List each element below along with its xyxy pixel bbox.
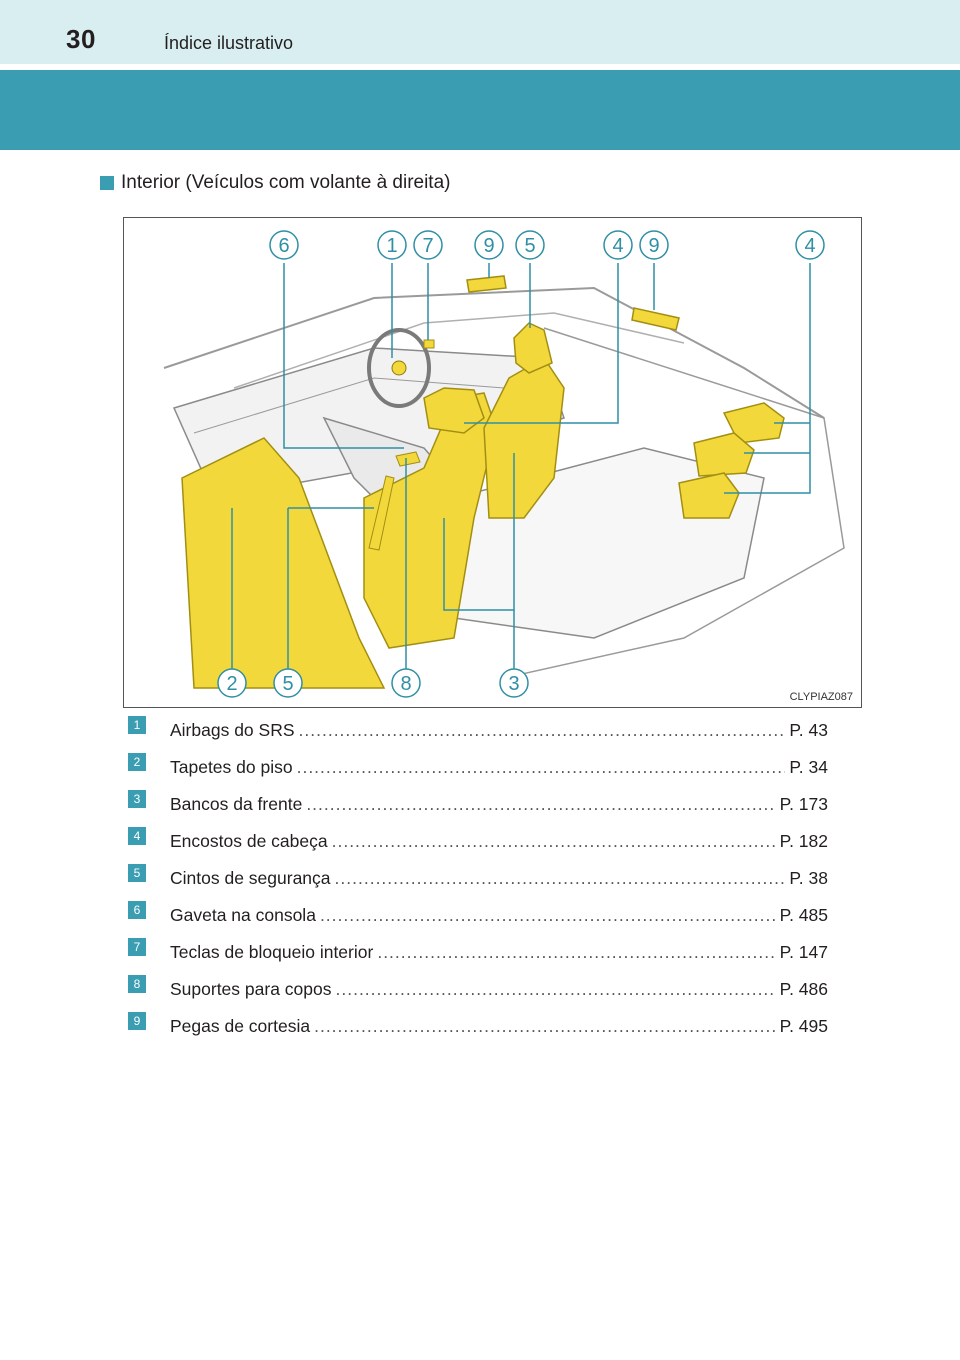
steering-airbag <box>391 360 407 376</box>
section-band <box>0 70 960 150</box>
legend-item: 5 Cintos de segurança ..................… <box>128 860 828 897</box>
running-title: Índice ilustrativo <box>164 33 294 53</box>
callout-top-6: 4 <box>612 235 623 257</box>
callout-bottom-2: 5 <box>282 673 293 695</box>
page-number: 30 <box>66 24 96 54</box>
legend-page-ref[interactable]: P. 495 <box>779 1016 828 1036</box>
legend-number-badge: 8 <box>128 974 146 993</box>
legend-label: Gaveta na consola <box>170 905 316 925</box>
front-seat-left <box>363 392 497 649</box>
legend-page-ref[interactable]: P. 38 <box>789 868 828 888</box>
legend-label: Airbags do SRS <box>170 720 295 740</box>
legend-label: Suportes para copos <box>170 979 332 999</box>
legend-number-badge: 6 <box>128 900 146 919</box>
header-bar <box>0 0 960 64</box>
legend-number-badge: 9 <box>128 1011 146 1030</box>
windshield-line <box>233 312 685 389</box>
car-interior-drawing: 6 1 7 9 5 4 9 4 2 5 8 3 <box>163 230 845 698</box>
leader-dots: ........................................… <box>334 868 786 888</box>
legend-item: 8 Suportes para copos ..................… <box>128 971 828 1008</box>
legend-page-ref[interactable]: P. 173 <box>779 794 828 814</box>
leader-dots: ........................................… <box>314 1016 776 1036</box>
dash-line <box>193 377 505 434</box>
callout-bottom-3: 8 <box>400 673 411 695</box>
front-headrest-right <box>513 322 553 374</box>
legend-page-ref[interactable]: P. 43 <box>789 720 828 740</box>
leader-dots: ........................................… <box>296 757 786 777</box>
legend-item: 3 Bancos da frente .....................… <box>128 786 828 823</box>
door-panel <box>503 327 845 679</box>
legend-item: 9 Pegas de cortesia ....................… <box>128 1008 828 1045</box>
steering-wheel <box>367 328 431 408</box>
roof-outline <box>163 286 825 419</box>
interior-illustration: 6 1 7 9 5 4 9 4 2 5 8 3 CLYPIAZ <box>123 217 862 708</box>
legend-item: 6 Gaveta na consola ....................… <box>128 897 828 934</box>
legend-item: 7 Teclas de bloqueio interior ..........… <box>128 934 828 971</box>
callout-top-3: 7 <box>422 235 433 257</box>
legend-label: Pegas de cortesia <box>170 1016 311 1036</box>
callout-lines <box>231 263 811 678</box>
leader-dots: ........................................… <box>377 942 776 962</box>
legend-list: 1 Airbags do SRS .......................… <box>128 712 828 1045</box>
legend-page-ref[interactable]: P. 182 <box>779 831 828 851</box>
callout-bottom-1: 2 <box>226 673 237 695</box>
legend-number-badge: 7 <box>128 937 146 956</box>
callouts-top: 6 1 7 9 5 4 9 4 <box>269 230 825 260</box>
legend-page-ref[interactable]: P. 34 <box>789 757 828 777</box>
leader-dots: ........................................… <box>331 831 776 851</box>
legend-item: 1 Airbags do SRS .......................… <box>128 712 828 749</box>
leader-dots: ........................................… <box>306 794 776 814</box>
legend-number-badge: 1 <box>128 715 146 734</box>
seat-belt <box>368 475 395 551</box>
legend-item: 4 Encostos de cabeça ...................… <box>128 823 828 860</box>
callout-top-2: 1 <box>386 235 397 257</box>
legend-number-badge: 5 <box>128 863 146 882</box>
callout-top-5: 5 <box>524 235 535 257</box>
section-title-text: Interior (Veículos com volante à direita… <box>121 172 451 193</box>
cup-holder <box>395 451 421 467</box>
legend-page-ref[interactable]: P. 485 <box>779 905 828 925</box>
leader-dots: ........................................… <box>335 979 776 999</box>
figure-code: CLYPIAZ087 <box>789 691 853 703</box>
legend-label: Cintos de segurança <box>170 868 331 888</box>
legend-page-ref[interactable]: P. 147 <box>779 942 828 962</box>
section-title: Interior (Veículos com volante à direita… <box>100 172 451 194</box>
callouts-bottom: 2 5 8 3 <box>217 668 529 698</box>
legend-label: Tapetes do piso <box>170 757 293 777</box>
legend-number-badge: 3 <box>128 789 146 808</box>
grab-handle-1 <box>466 275 507 293</box>
callout-bottom-4: 3 <box>508 673 519 695</box>
section-square-icon <box>100 176 114 190</box>
legend-number-badge: 4 <box>128 826 146 845</box>
leader-dots: ........................................… <box>298 720 786 740</box>
rear-headrest-3 <box>678 472 740 519</box>
legend-item: 2 Tapetes do piso ......................… <box>128 749 828 786</box>
callout-top-8: 4 <box>804 235 815 257</box>
leader-dots: ........................................… <box>319 905 776 925</box>
front-seat-right <box>483 357 565 519</box>
front-headrest-left <box>423 387 485 434</box>
rear-headrest-2 <box>693 432 755 477</box>
legend-label: Bancos da frente <box>170 794 303 814</box>
grab-handle-2 <box>631 307 680 331</box>
legend-page-ref[interactable]: P. 486 <box>779 979 828 999</box>
legend-number-badge: 2 <box>128 752 146 771</box>
legend-label: Encostos de cabeça <box>170 831 328 851</box>
lock-switch <box>423 339 435 349</box>
callout-top-7: 9 <box>648 235 659 257</box>
callout-top-1: 6 <box>278 235 289 257</box>
legend-label: Teclas de bloqueio interior <box>170 942 374 962</box>
callout-top-4: 9 <box>483 235 494 257</box>
